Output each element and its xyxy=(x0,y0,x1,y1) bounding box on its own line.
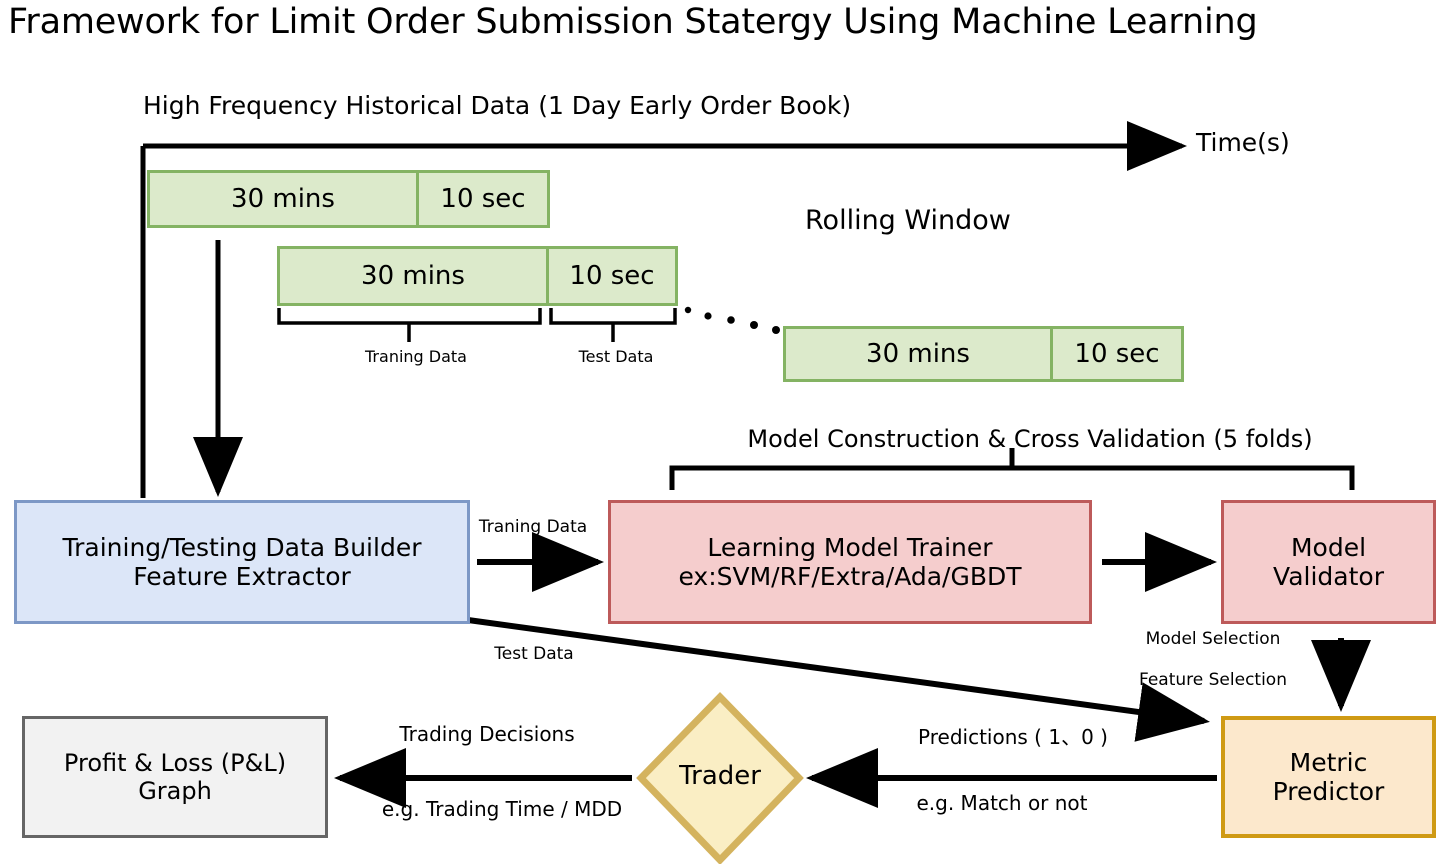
window-2-test[interactable]: 10 sec xyxy=(546,246,678,306)
node-metric-predictor[interactable]: Metric Predictor xyxy=(1221,716,1436,838)
node-metric-line2: Predictor xyxy=(1272,777,1385,806)
window-2-train[interactable]: 30 mins xyxy=(277,246,549,306)
node-model-validator[interactable]: Model Validator xyxy=(1221,500,1436,624)
brace-label-training: Traning Data xyxy=(365,347,467,366)
time-axis xyxy=(140,121,1187,498)
node-pnl-line1: Profit & Loss (P&L) xyxy=(63,749,287,777)
label-training-data: Traning Data xyxy=(478,517,588,537)
bracket-model-construction xyxy=(669,448,1355,490)
brace-label-test: Test Data xyxy=(578,347,654,366)
label-test-data: Test Data xyxy=(494,644,574,664)
label-feature-selection: Feature Selection xyxy=(1139,670,1287,690)
label-model-construction: Model Construction & Cross Validation (5… xyxy=(747,425,1313,453)
brace-test xyxy=(549,308,677,342)
time-axis-label: Time(s) xyxy=(1196,128,1290,157)
label-match-or-not: e.g. Match or not xyxy=(916,791,1088,815)
label-trading-decisions: Trading Decisions xyxy=(399,722,575,746)
node-data-builder-line1: Training/Testing Data Builder xyxy=(62,533,422,562)
window-1-test[interactable]: 10 sec xyxy=(416,170,550,228)
node-pnl-graph[interactable]: Profit & Loss (P&L) Graph xyxy=(22,716,328,838)
ellipsis-dots xyxy=(684,306,780,334)
label-trading-time-mdd: e.g. Trading Time / MDD xyxy=(381,797,623,821)
node-metric-line1: Metric xyxy=(1289,748,1368,777)
window-3-test[interactable]: 10 sec xyxy=(1050,326,1184,382)
node-data-builder-line2: Feature Extractor xyxy=(133,562,351,591)
label-predictions: Predictions ( 1、0 ) xyxy=(918,725,1108,749)
node-trader-label: Trader xyxy=(679,761,761,791)
window-1-train[interactable]: 30 mins xyxy=(147,170,419,228)
trader-diamond[interactable] xyxy=(636,691,804,864)
window-3-train[interactable]: 30 mins xyxy=(783,326,1053,382)
node-validator-line2: Validator xyxy=(1273,562,1384,591)
node-data-builder[interactable]: Training/Testing Data Builder Feature Ex… xyxy=(14,500,470,624)
page-title: Framework for Limit Order Submission Sta… xyxy=(8,2,1258,42)
node-learning-model-trainer[interactable]: Learning Model Trainer ex:SVM/RF/Extra/A… xyxy=(608,500,1092,624)
arrow-builder-to-metric xyxy=(467,617,1210,742)
rolling-window-label: Rolling Window xyxy=(805,205,1011,236)
historical-data-label: High Frequency Historical Data (1 Day Ea… xyxy=(143,91,852,120)
node-pnl-line2: Graph xyxy=(138,777,212,805)
node-trainer-line2: ex:SVM/RF/Extra/Ada/GBDT xyxy=(678,562,1022,591)
node-validator-line1: Model xyxy=(1290,533,1367,562)
brace-training xyxy=(277,308,542,342)
node-trainer-line1: Learning Model Trainer xyxy=(707,533,993,562)
label-model-selection: Model Selection xyxy=(1145,629,1281,649)
